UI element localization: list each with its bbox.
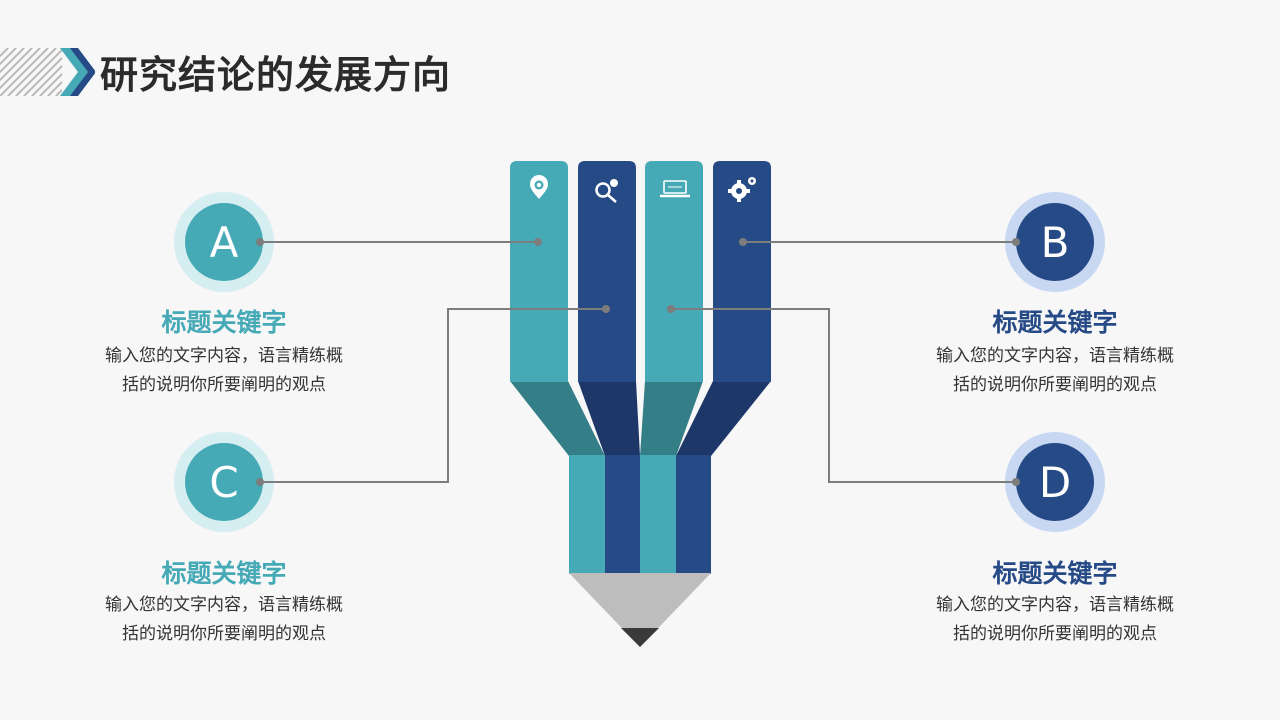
page-title: 研究结论的发展方向 (100, 53, 452, 97)
item-a-description: 输入您的文字内容，语言精练概 括的说明你所要阐明的观点 (74, 342, 374, 400)
pencil-slant-4 (676, 381, 771, 456)
item-c-desc-line-2: 括的说明你所要阐明的观点 (122, 624, 326, 644)
circle-c (185, 443, 263, 521)
connector-b-dot-end (1012, 238, 1020, 246)
pencil-lead (621, 628, 659, 647)
item-d-desc-line-1: 输入您的文字内容，语言精练概 (936, 595, 1174, 615)
connector-d-dot-start (667, 305, 675, 313)
circle-a-letter: A (210, 218, 239, 267)
connector-c-dot-end (256, 478, 264, 486)
item-a-desc-line-1: 输入您的文字内容，语言精练概 (105, 346, 343, 366)
circle-a (185, 203, 263, 281)
search-icon (595, 179, 618, 203)
connector-a-dot-end (534, 238, 542, 246)
header-stripe-decoration (0, 48, 95, 96)
connector-d-dot-end (1012, 478, 1020, 486)
pencil-bar-2 (578, 161, 636, 382)
circle-b-letter: B (1041, 218, 1070, 267)
item-b-description: 输入您的文字内容，语言精练概 括的说明你所要阐明的观点 (905, 342, 1205, 400)
item-b-desc-line-2: 括的说明你所要阐明的观点 (953, 375, 1157, 395)
item-d-title: 标题关键字 (992, 559, 1118, 588)
location-pin-icon (530, 175, 548, 199)
pencil-slant-2 (578, 381, 640, 456)
connector-a-dot-start (256, 238, 264, 246)
pencil-slant-3 (640, 381, 703, 456)
item-c-description: 输入您的文字内容，语言精练概 括的说明你所要阐明的观点 (74, 591, 374, 649)
item-d-desc-line-2: 括的说明你所要阐明的观点 (953, 624, 1157, 644)
pencil-body-1 (569, 455, 605, 574)
connector-d (671, 308, 1016, 483)
item-c-title: 标题关键字 (161, 559, 287, 588)
chevron-light-icon (60, 48, 92, 96)
connector-c (260, 308, 606, 483)
connector-b-dot-start (739, 238, 747, 246)
item-a-desc-line-2: 括的说明你所要阐明的观点 (122, 375, 326, 395)
pencil-body-2 (605, 455, 640, 574)
pencil-bar-1 (510, 161, 568, 382)
circle-c-letter: C (209, 458, 238, 507)
pencil-tip (569, 573, 711, 647)
item-c-desc-line-1: 输入您的文字内容，语言精练概 (105, 595, 343, 615)
circle-d (1016, 443, 1094, 521)
chevron-dark-icon (70, 48, 95, 96)
item-a-title: 标题关键字 (161, 308, 287, 337)
gears-icon (728, 177, 756, 202)
pencil-body-3 (640, 455, 676, 574)
pencil-slant-1 (510, 381, 605, 456)
pencil-body-4 (676, 455, 711, 574)
item-d-description: 输入您的文字内容，语言精练概 括的说明你所要阐明的观点 (905, 591, 1205, 649)
circle-b (1016, 203, 1094, 281)
connector-c-dot-start (602, 305, 610, 313)
item-b-desc-line-1: 输入您的文字内容，语言精练概 (936, 346, 1174, 366)
pencil-bar-4 (713, 161, 771, 382)
circle-d-letter: D (1039, 458, 1071, 507)
pencil-bar-3 (645, 161, 703, 382)
item-b-title: 标题关键字 (992, 308, 1118, 337)
laptop-icon (660, 180, 690, 198)
